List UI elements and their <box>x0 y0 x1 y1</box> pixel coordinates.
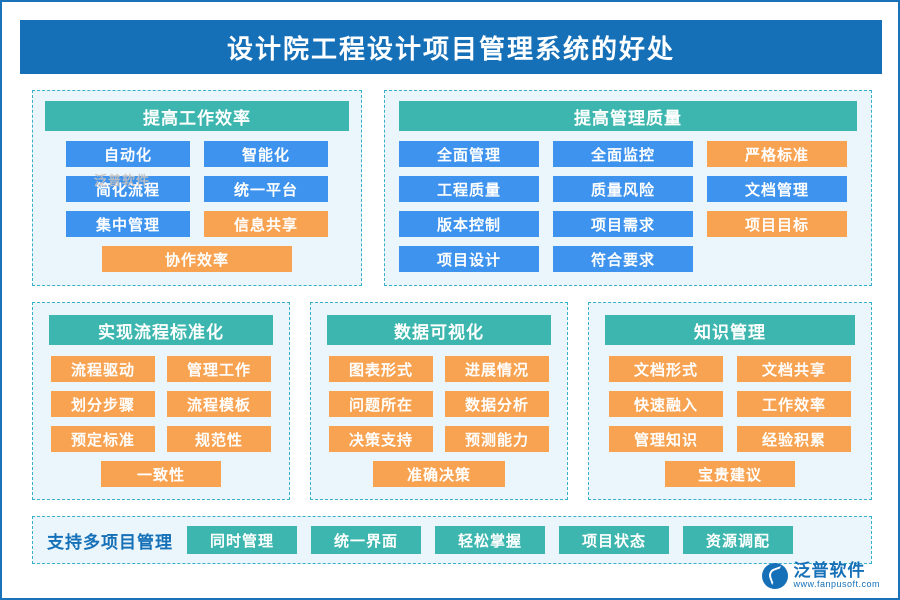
chip[interactable]: 管理工作 <box>167 356 271 382</box>
page-title: 设计院工程设计项目管理系统的好处 <box>20 20 882 74</box>
chip[interactable]: 问题所在 <box>329 391 433 417</box>
chip[interactable]: 管理知识 <box>609 426 723 452</box>
group-standardization: 实现流程标准化 流程驱动 管理工作 划分步骤 流程模板 预定标准 规范性 一致性 <box>32 302 290 500</box>
chip[interactable]: 全面监控 <box>553 141 693 167</box>
chip[interactable]: 准确决策 <box>373 461 505 487</box>
chip[interactable]: 决策支持 <box>329 426 433 452</box>
chip[interactable]: 项目需求 <box>553 211 693 237</box>
group-efficiency-header: 提高工作效率 <box>45 101 349 131</box>
group-efficiency-chips: 自动化 智能化 简化流程 统一平台 集中管理 信息共享 协作效率 <box>45 141 349 272</box>
chip[interactable]: 宝贵建议 <box>665 461 795 487</box>
chip[interactable]: 质量风险 <box>553 176 693 202</box>
group-standardization-chips: 流程驱动 管理工作 划分步骤 流程模板 预定标准 规范性 一致性 <box>47 356 275 487</box>
group-visualization-chips: 图表形式 进展情况 问题所在 数据分析 决策支持 预测能力 准确决策 <box>325 356 553 487</box>
group-multi-project-label: 支持多项目管理 <box>47 532 173 552</box>
group-standardization-header: 实现流程标准化 <box>49 315 273 345</box>
group-knowledge-chips: 文档形式 文档共享 快速融入 工作效率 管理知识 经验积累 宝贵建议 <box>605 356 855 487</box>
chip[interactable]: 数据分析 <box>445 391 549 417</box>
chip[interactable]: 统一平台 <box>204 176 328 202</box>
chip[interactable]: 快速融入 <box>609 391 723 417</box>
chip[interactable]: 版本控制 <box>399 211 539 237</box>
chip[interactable]: 项目设计 <box>399 246 539 272</box>
chip[interactable]: 轻松掌握 <box>435 526 545 554</box>
chip[interactable]: 全面管理 <box>399 141 539 167</box>
chip[interactable]: 工程质量 <box>399 176 539 202</box>
chip[interactable]: 文档形式 <box>609 356 723 382</box>
chip[interactable]: 流程驱动 <box>51 356 155 382</box>
group-quality-header: 提高管理质量 <box>399 101 857 131</box>
chip[interactable]: 预定标准 <box>51 426 155 452</box>
chip[interactable]: 划分步骤 <box>51 391 155 417</box>
chip[interactable]: 经验积累 <box>737 426 851 452</box>
chip[interactable]: 图表形式 <box>329 356 433 382</box>
chip[interactable]: 信息共享 <box>204 211 328 237</box>
group-visualization-header: 数据可视化 <box>327 315 551 345</box>
chip[interactable]: 智能化 <box>204 141 328 167</box>
group-quality: 提高管理质量 全面管理 全面监控 严格标准 工程质量 质量风险 文档管理 版本控… <box>384 90 872 286</box>
chip[interactable]: 统一界面 <box>311 526 421 554</box>
chip[interactable]: 规范性 <box>167 426 271 452</box>
group-visualization: 数据可视化 图表形式 进展情况 问题所在 数据分析 决策支持 预测能力 准确决策 <box>310 302 568 500</box>
chip[interactable]: 简化流程 <box>66 176 190 202</box>
group-multi-project: 支持多项目管理 同时管理 统一界面 轻松掌握 项目状态 资源调配 <box>32 516 872 564</box>
chip[interactable]: 预测能力 <box>445 426 549 452</box>
group-quality-chips: 全面管理 全面监控 严格标准 工程质量 质量风险 文档管理 版本控制 项目需求 … <box>399 141 857 272</box>
chip[interactable]: 自动化 <box>66 141 190 167</box>
chip[interactable]: 同时管理 <box>187 526 297 554</box>
chip[interactable]: 项目目标 <box>707 211 847 237</box>
chip[interactable]: 进展情况 <box>445 356 549 382</box>
chip[interactable]: 文档管理 <box>707 176 847 202</box>
brand-logo-icon <box>762 563 789 590</box>
chip[interactable]: 文档共享 <box>737 356 851 382</box>
chip[interactable]: 项目状态 <box>559 526 669 554</box>
brand-logo: 泛普软件 www.fanpusoft.com <box>762 562 880 590</box>
brand-logo-name: 泛普软件 <box>793 561 866 581</box>
chip[interactable]: 严格标准 <box>707 141 847 167</box>
group-efficiency: 提高工作效率 自动化 智能化 简化流程 统一平台 集中管理 信息共享 协作效率 <box>32 90 362 286</box>
chip[interactable]: 一致性 <box>101 461 221 487</box>
chip[interactable]: 流程模板 <box>167 391 271 417</box>
brand-logo-url: www.fanpusoft.com <box>793 579 880 590</box>
chip[interactable]: 符合要求 <box>553 246 693 272</box>
chip[interactable]: 工作效率 <box>737 391 851 417</box>
chip[interactable]: 资源调配 <box>683 526 793 554</box>
group-knowledge-header: 知识管理 <box>605 315 855 345</box>
chip[interactable]: 集中管理 <box>66 211 190 237</box>
chip[interactable]: 协作效率 <box>102 246 292 272</box>
group-knowledge: 知识管理 文档形式 文档共享 快速融入 工作效率 管理知识 经验积累 宝贵建议 <box>588 302 872 500</box>
